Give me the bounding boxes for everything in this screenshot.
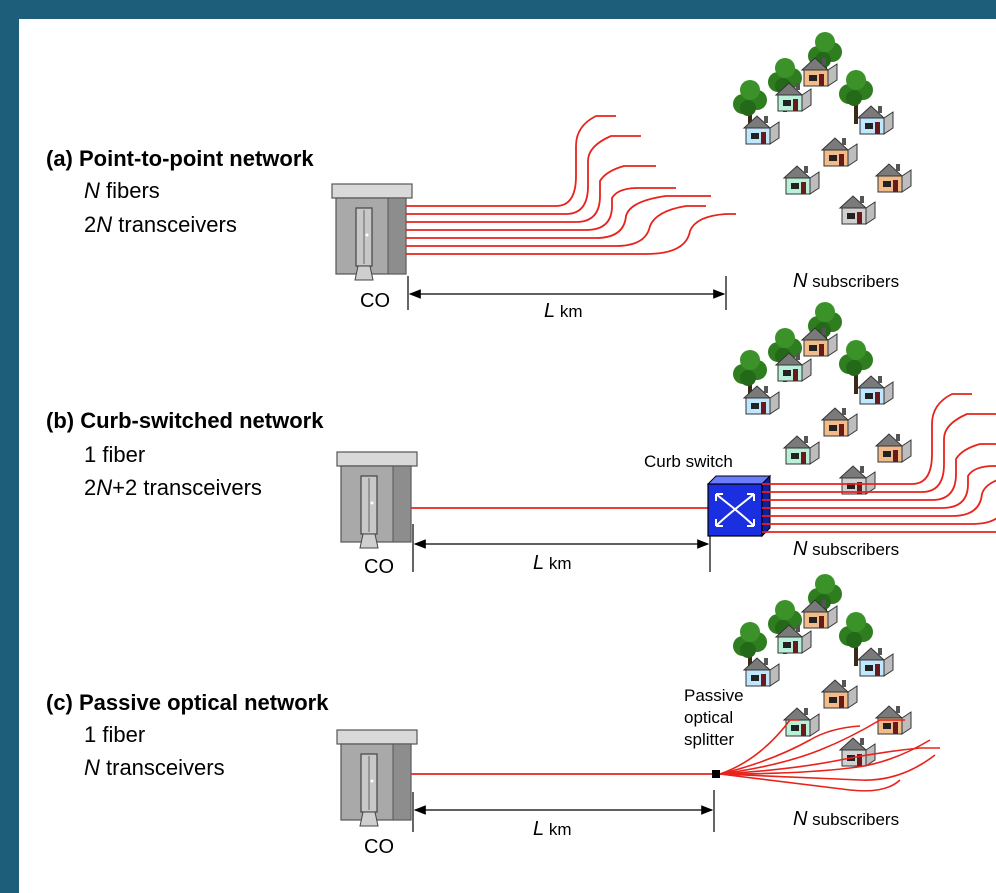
section-c-line2: N transceivers (84, 755, 225, 780)
subscribers-label-a: N subscribers (793, 270, 900, 292)
section-c (336, 574, 940, 832)
section-a-title: (a) Point-to-point network (46, 146, 314, 171)
section-b-line1: 1 fiber (84, 442, 146, 467)
co-label-c: CO (364, 836, 394, 858)
co-cabinet-a (331, 183, 413, 281)
section-a-line2: 2N transceivers (84, 212, 237, 237)
curb-switch-box (706, 474, 772, 538)
fibers-c (719, 719, 940, 792)
section-c-title: (c) Passive optical network (46, 690, 329, 715)
co-label-b: CO (364, 556, 394, 578)
section-a-line1: N fibers (84, 178, 160, 203)
subscriber-houses-b (733, 302, 911, 494)
co-cabinet-c (336, 729, 418, 827)
section-c-line1: 1 fiber (84, 722, 146, 747)
distance-label-b: L km (533, 552, 572, 574)
section-b-title: (b) Curb-switched network (46, 408, 324, 433)
splitter-label-line1: Passive (684, 686, 744, 705)
co-label-a: CO (360, 290, 390, 312)
splitter-label-line2: optical (684, 708, 734, 727)
co-cabinet-b (336, 451, 418, 549)
section-a (331, 32, 911, 310)
section-b-line2: 2N+2 transceivers (84, 475, 262, 500)
subscriber-houses-a (733, 32, 911, 224)
curb-switch-label: Curb switch (644, 452, 733, 471)
subscribers-label-b: N subscribers (793, 538, 900, 560)
section-b (336, 302, 996, 572)
subscriber-houses-c (733, 574, 911, 766)
splitter-label-line3: splitter (684, 730, 735, 749)
distance-label-c: L km (533, 818, 572, 840)
subscribers-label-c: N subscribers (793, 808, 900, 830)
fibers-a (405, 115, 737, 255)
optical-splitter (712, 770, 720, 778)
distance-label-a: L km (544, 300, 583, 322)
